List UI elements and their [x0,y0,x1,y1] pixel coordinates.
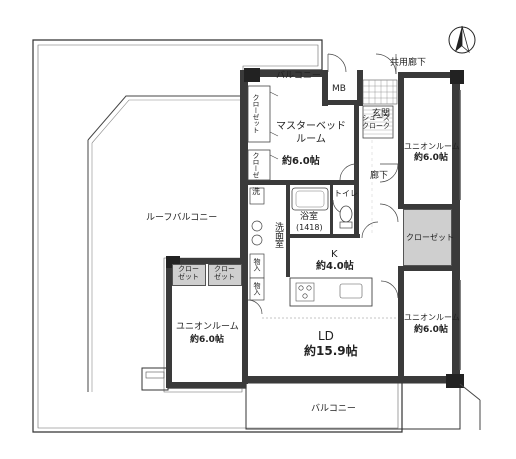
union-room-3-size: 約6.0帖 [414,325,448,335]
balcony-bottom-label: バルコニー [311,404,356,414]
living-dining-name: LD [318,329,334,343]
roof-balcony-railing [37,44,399,429]
living-dining-size: 約15.9帖 [304,344,358,358]
storage-1-label: 物入 [253,258,261,271]
master-bedroom-size: 約6.0帖 [282,156,320,167]
planter-edge [87,95,240,141]
washroom-label: 洗面室 [273,222,283,248]
union-room-left-size: 約6.0帖 [190,335,224,345]
door-swings [247,53,399,315]
union-room-3-name: ユニオンルーム [404,313,460,322]
entrance-label: 玄関 [372,109,391,119]
master-bedroom-name: マスターベッド ルーム [276,121,346,145]
closet-right-box [403,209,452,266]
closet-small-1-label: クロー ゼット [178,265,199,281]
washroom-short-label: 洗 [252,187,260,196]
closet-vertical-1: クローゼット [252,94,260,133]
mb-label: MB [332,84,346,94]
closet-small-2-label: クロー ゼット [214,265,235,281]
union-room-left-name: ユニオンルーム [176,322,239,332]
closet-small-2-box [208,264,242,286]
kitchen-name: K [331,249,338,260]
toilet-label: トイレ [334,189,358,198]
closet-small-1-box [172,264,206,286]
storage-2-label: 物入 [253,282,261,295]
union-room-1-size: 約6.0帖 [414,153,448,163]
north-arrow-icon [448,25,476,54]
balcony-top-label: バルコニー [276,71,321,81]
closet-right-label: クローゼット [406,233,454,242]
shoes-closet-label: シューズ クローク [362,114,390,131]
closet-vertical-2: クローゼット [252,152,259,180]
roof-balcony-label: ルーフバルコニー [146,213,218,223]
bathroom-size: (1418) [296,223,323,232]
common-corridor-label: 共用廊下 [390,58,427,68]
bathroom-name: 浴室 [300,212,319,222]
kitchen-size: 約4.0帖 [316,261,354,272]
walls [166,70,460,388]
union-room-1-name: ユニオンルーム [404,142,460,151]
hallway-label: 廊下 [370,171,389,181]
